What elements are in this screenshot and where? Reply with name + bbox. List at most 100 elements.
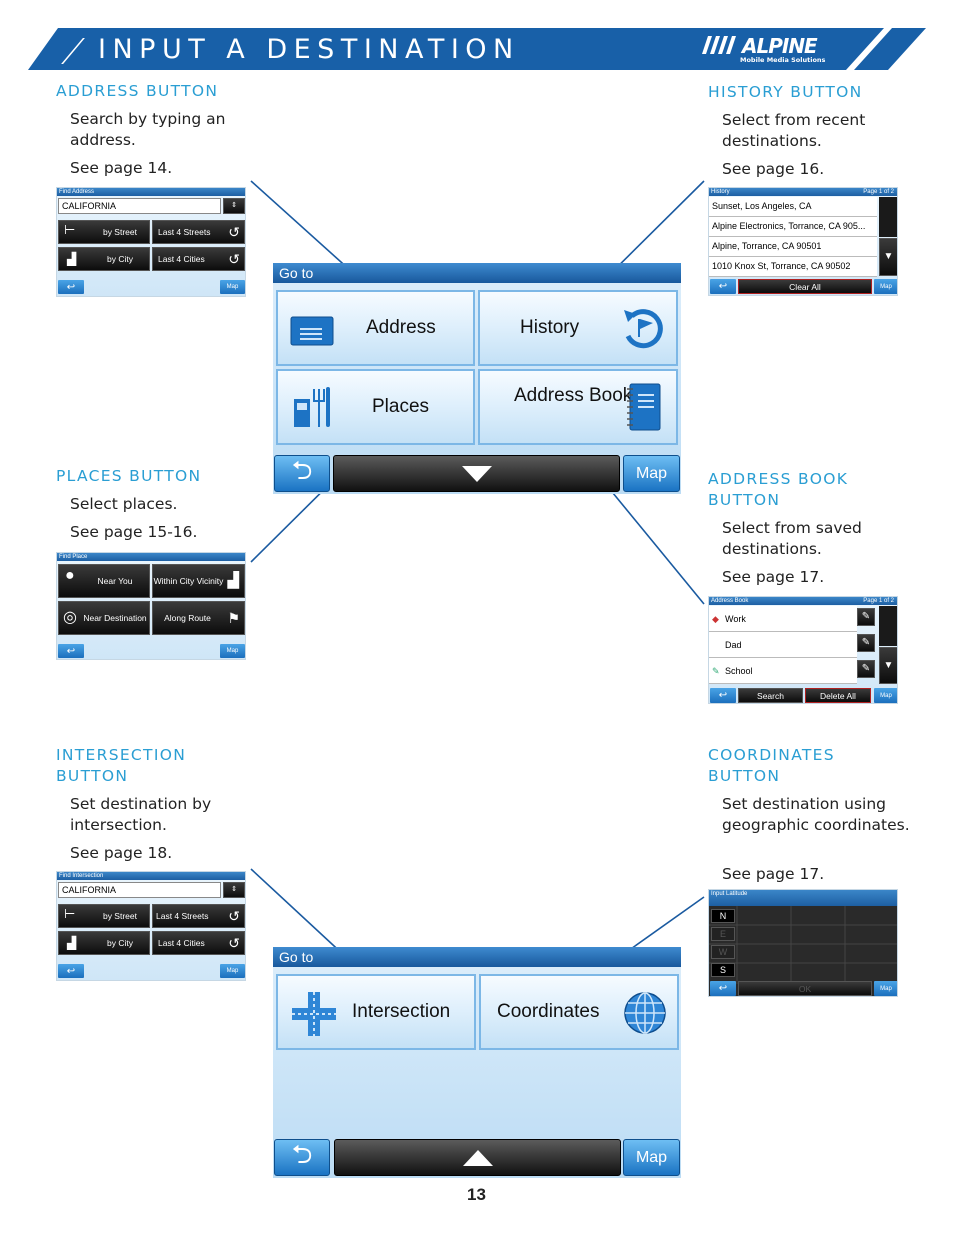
scroll-down-button[interactable]: ▼ <box>879 238 897 276</box>
back-button[interactable]: ⮌ <box>274 1139 330 1176</box>
map-button[interactable]: Map <box>623 455 680 492</box>
back-button[interactable]: ↩ <box>710 688 736 703</box>
by-city-button[interactable]: ▟by City <box>58 931 150 955</box>
map-button[interactable]: Map <box>220 644 245 658</box>
pencil-icon: ✎ <box>861 663 871 674</box>
key-n[interactable]: N <box>711 909 735 923</box>
route-flag-icon: ⚑ <box>227 610 240 626</box>
address-book-button[interactable]: Address Book <box>478 369 678 445</box>
intersection-section-page: See page 18. <box>70 844 173 862</box>
back-button[interactable]: ⮌ <box>274 455 330 492</box>
places-button[interactable]: Places <box>276 369 475 445</box>
intersection-button[interactable]: Intersection <box>276 974 476 1050</box>
logo-word: ALPINE <box>742 34 818 58</box>
map-button[interactable]: Map <box>874 279 897 294</box>
history-section-title: HISTORY BUTTON <box>708 83 863 101</box>
edit-button[interactable]: ✎ <box>857 660 875 678</box>
map-button[interactable]: Map <box>874 981 897 996</box>
page-number: 13 <box>467 1185 486 1204</box>
scroll-up-button[interactable] <box>879 606 897 646</box>
history-row[interactable]: Alpine, Torrance, CA 90501 <box>709 237 877 257</box>
crossroad-icon <box>292 992 336 1036</box>
history-row[interactable]: 1010 Knox St, Torrance, CA 90502 <box>709 257 877 277</box>
key-w[interactable]: W <box>711 945 735 959</box>
target-icon: ◎ <box>63 609 77 626</box>
along-route-button[interactable]: Along Route⚑ <box>152 601 245 635</box>
chevron-down-icon: ▼ <box>883 251 894 262</box>
back-arrow-icon: ↩ <box>718 983 728 994</box>
address-book-section-page: See page 17. <box>722 568 825 586</box>
near-destination-button[interactable]: ◎Near Destination <box>58 601 150 635</box>
back-button[interactable]: ↩ <box>710 981 736 996</box>
back-button[interactable]: ↩ <box>58 280 84 294</box>
by-street-button[interactable]: ⊢by Street <box>58 220 150 244</box>
map-button[interactable]: Map <box>220 280 245 294</box>
key-s[interactable]: S <box>711 963 735 977</box>
find-address-title: Find Address <box>57 188 245 196</box>
address-stepper[interactable]: ⇕ <box>223 198 245 214</box>
pencil-icon: ✎ <box>861 611 871 622</box>
search-button[interactable]: Search <box>738 688 803 703</box>
header-banner <box>28 28 926 70</box>
goto-screen-2: Go to Intersection Coordinates ⮌ Map <box>273 947 681 1178</box>
back-button[interactable]: ↩ <box>710 279 736 294</box>
last-streets-button[interactable]: Last 4 Streets↺ <box>152 904 245 928</box>
address-book-row[interactable]: Dad <box>709 632 857 658</box>
history-row[interactable]: Sunset, Los Angeles, CA <box>709 197 877 217</box>
places-section-page: See page 15-16. <box>70 523 198 541</box>
page-header: INPUT A DESTINATION ALPINE Mobile Media … <box>28 28 926 70</box>
intersection-stepper[interactable]: ⇕ <box>223 882 245 898</box>
clear-all-button[interactable]: Clear All <box>738 279 872 294</box>
history-row[interactable]: Alpine Electronics, Torrance, CA 905... <box>709 217 877 237</box>
back-button[interactable]: ↩ <box>58 964 84 978</box>
edit-button[interactable]: ✎ <box>857 634 875 652</box>
history-button[interactable]: History <box>478 290 678 366</box>
intersection-input[interactable]: CALIFORNIA <box>58 882 221 898</box>
history-flag-icon <box>624 309 663 349</box>
places-section-desc: Select places. <box>70 495 178 513</box>
intersection-section-title: INTERSECTION BUTTON <box>56 746 187 785</box>
map-button[interactable]: Map <box>220 964 245 978</box>
address-input[interactable]: CALIFORNIA <box>58 198 221 214</box>
scroll-down-button[interactable]: ▼ <box>879 647 897 684</box>
pin-icon: ✎ <box>712 666 720 676</box>
address-book-row[interactable]: ◆Work <box>709 606 857 632</box>
chevron-down-icon <box>462 466 492 482</box>
input-latitude-screen: Input Latitude N E W S ↩ OK Map <box>708 889 898 997</box>
coordinates-button[interactable]: Coordinates <box>479 974 679 1050</box>
coordinates-section-title: COORDINATES BUTTON <box>708 746 835 785</box>
edit-button[interactable]: ✎ <box>857 608 875 626</box>
address-book-section-desc: Select from saved destinations. <box>722 519 862 558</box>
city-icon: ▟ <box>67 252 77 266</box>
scroll-up-button[interactable] <box>879 197 897 237</box>
pencil-icon: ✎ <box>861 637 871 648</box>
recent-icon: ↺ <box>228 251 240 267</box>
page-down-button[interactable] <box>333 455 620 492</box>
back-button[interactable]: ↩ <box>58 644 84 658</box>
address-button[interactable]: Address <box>276 290 475 366</box>
by-street-button[interactable]: ⊢by Street <box>58 904 150 928</box>
intersection-section-desc: Set destination by intersection. <box>70 795 212 834</box>
last-cities-button[interactable]: Last 4 Cities↺ <box>152 931 245 955</box>
delete-all-button[interactable]: Delete All <box>805 688 871 703</box>
street-sign-icon: ⊢ <box>64 222 76 237</box>
map-button[interactable]: Map <box>623 1139 680 1176</box>
address-book-row[interactable]: ✎School <box>709 658 857 684</box>
within-city-button[interactable]: Within City Vicinity▟ <box>152 564 245 598</box>
page-up-button[interactable] <box>334 1139 621 1176</box>
address-section-title: ADDRESS BUTTON <box>56 82 219 100</box>
map-button[interactable]: Map <box>874 688 897 703</box>
chevron-down-icon: ▼ <box>883 659 894 671</box>
ok-button[interactable]: OK <box>738 981 872 996</box>
last-cities-button[interactable]: Last 4 Cities↺ <box>152 247 245 271</box>
by-city-button[interactable]: ▟by City <box>58 247 150 271</box>
coordinates-section-page: See page 17. <box>722 865 825 883</box>
last-streets-button[interactable]: Last 4 Streets↺ <box>152 220 245 244</box>
near-you-button[interactable]: ●Near You <box>58 564 150 598</box>
key-e[interactable]: E <box>711 927 735 941</box>
recent-icon: ↺ <box>228 908 240 924</box>
keypad-grid <box>709 906 897 984</box>
back-arrow-icon: ↩ <box>718 690 728 701</box>
